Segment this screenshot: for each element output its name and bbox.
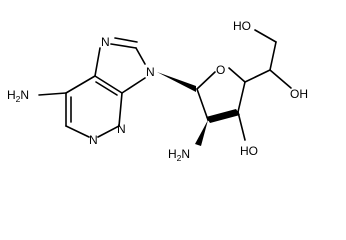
bond [97,125,120,138]
atom-labels: H2N N N N N O H2N HO HO OH [7,19,308,163]
atom-n-top: N [101,35,110,49]
bond [244,69,271,83]
hydroxyl-top: HO [233,19,251,33]
amine-n: N [20,88,29,102]
bonds [38,29,292,146]
bond [95,81,118,96]
amino-n: N [181,147,190,161]
bond [118,92,123,127]
amino-label: H2N [168,147,190,163]
bond [110,43,137,49]
bond [269,41,277,71]
wedge-bond [157,72,196,92]
amino-subscript: 2 [177,153,182,163]
bond [254,29,277,43]
wedge-bond [195,120,208,146]
amine-label: H2N [7,88,29,104]
bond [114,37,138,43]
amine-h: H [7,88,16,102]
hydroxyl-c3: HO [240,144,258,158]
bond [237,111,246,141]
bond [196,71,216,90]
hydroxyl-right: OH [290,87,308,101]
amine-subscript: 2 [16,94,21,104]
bond [65,125,90,138]
bond [237,81,246,113]
bond [94,75,123,94]
bold-bond [206,109,240,123]
bond [228,67,246,83]
bond [135,47,146,65]
atom-n-bottom: N [89,133,98,147]
molecule-svg: H2N N N N N O H2N HO HO OH [7,19,308,163]
atom-n-right: N [117,122,126,136]
bond [65,75,96,94]
bond [196,88,209,121]
amino-h: H [168,147,177,161]
structure-diagram: H2N N N N N O H2N HO HO OH [7,19,308,163]
bond [38,92,67,96]
bond [94,47,101,77]
atom-n9: N [146,65,155,79]
bond [121,77,146,94]
atom-ring-o: O [216,63,225,77]
bond [269,69,292,89]
